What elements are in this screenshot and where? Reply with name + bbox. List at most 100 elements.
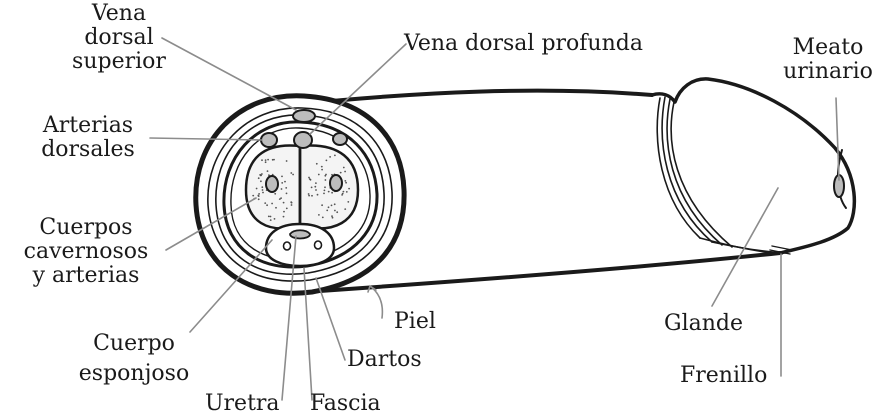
deep-dorsal-vein xyxy=(294,132,312,148)
stipple-dot xyxy=(348,188,350,190)
stipple-dot xyxy=(328,191,330,193)
stipple-dot xyxy=(285,187,287,189)
spongiosum-artery-right xyxy=(315,241,322,249)
stipple-dot xyxy=(326,210,328,212)
stipple-dot xyxy=(281,182,283,184)
stipple-dot xyxy=(334,203,336,205)
foreskin-folds xyxy=(657,97,786,254)
stipple-dot xyxy=(331,205,333,207)
stipple-dot xyxy=(290,172,292,174)
stipple-dot xyxy=(271,203,273,205)
stipple-dot xyxy=(258,193,260,195)
stipple-dot xyxy=(336,211,338,213)
stipple-dot xyxy=(308,177,310,179)
superficial-dorsal-vein xyxy=(293,110,315,122)
stipple-dot xyxy=(292,174,294,176)
stipple-dot xyxy=(318,174,320,176)
stipple-dot xyxy=(314,186,316,188)
stipple-dot xyxy=(343,167,345,169)
stipple-dot xyxy=(258,195,260,197)
stipple-dot xyxy=(256,188,258,190)
stipple-dot xyxy=(279,198,281,200)
stipple-dot xyxy=(340,172,342,174)
spongiosum-artery-left xyxy=(284,242,291,250)
label-frenillo: Frenillo xyxy=(680,364,767,388)
stipple-dot xyxy=(342,193,344,195)
stipple-dot xyxy=(308,195,310,197)
stipple-dot xyxy=(281,188,283,190)
leader-vena-dorsal-superior xyxy=(162,38,296,110)
stipple-dot xyxy=(322,217,324,219)
stipple-dot xyxy=(262,192,264,194)
stipple-dot xyxy=(344,180,346,182)
stipple-dot xyxy=(261,159,263,161)
stipple-dot xyxy=(261,173,263,175)
stipple-dot xyxy=(286,193,288,195)
stipple-dot xyxy=(260,180,262,182)
dorsal-artery-left xyxy=(261,133,277,147)
cavernous-artery-right xyxy=(330,175,342,191)
stipple-dot xyxy=(343,191,345,193)
stipple-dot xyxy=(283,216,285,218)
stipple-dot xyxy=(283,202,285,204)
stipple-dot xyxy=(311,187,313,189)
stipple-dot xyxy=(286,208,288,210)
stipple-dot xyxy=(329,156,331,158)
stipple-dot xyxy=(262,189,264,191)
stipple-dot xyxy=(291,204,293,206)
stipple-dot xyxy=(274,218,276,220)
cavernous-artery-left xyxy=(266,176,278,192)
stipple-dot xyxy=(283,211,285,213)
shaft-top-outline xyxy=(300,91,652,104)
stipple-dot xyxy=(261,186,263,188)
stipple-dot xyxy=(259,174,261,176)
stipple-dot xyxy=(318,214,320,216)
stipple-dot xyxy=(331,192,333,194)
stipple-dot xyxy=(258,177,260,179)
dorsal-artery-right xyxy=(333,133,347,145)
stipple-dot xyxy=(270,216,272,218)
stipple-dot xyxy=(334,155,336,157)
stipple-dot xyxy=(345,182,347,184)
stipple-dot xyxy=(286,160,288,162)
label-vena-dorsal-superior: Vena dorsal superior xyxy=(64,2,174,74)
stipple-dot xyxy=(266,204,268,206)
stipple-dot xyxy=(264,202,266,204)
stipple-dot xyxy=(274,193,276,195)
stipple-dot xyxy=(252,195,254,197)
stipple-dot xyxy=(344,171,346,173)
stipple-dot xyxy=(311,195,313,197)
glans-outline xyxy=(652,79,854,253)
stipple-dot xyxy=(324,190,326,192)
stipple-dot xyxy=(326,160,328,162)
stipple-dot xyxy=(346,191,348,193)
label-uretra: Uretra xyxy=(205,392,280,416)
stipple-dot xyxy=(347,201,349,203)
leader-glande xyxy=(712,188,778,306)
stipple-dot xyxy=(270,219,272,221)
label-cuerpo-esponjoso: Cuerpo esponjoso xyxy=(74,332,194,386)
stipple-dot xyxy=(334,210,336,212)
stipple-dot xyxy=(291,202,293,204)
stipple-dot xyxy=(323,193,325,195)
stipple-dot xyxy=(317,194,319,196)
label-arterias-dorsales: Arterias dorsales xyxy=(28,114,148,162)
stipple-dot xyxy=(315,182,317,184)
label-cuerpos-cavernosos: Cuerpos cavernosos y arterias xyxy=(4,216,168,288)
stipple-dot xyxy=(267,170,269,172)
stipple-dot xyxy=(272,159,274,161)
label-fascia: Fascia xyxy=(310,392,381,416)
stipple-dot xyxy=(328,206,330,208)
stipple-dot xyxy=(332,217,334,219)
stipple-dot xyxy=(268,216,270,218)
stipple-dot xyxy=(325,174,327,176)
leader-piel xyxy=(370,286,382,318)
stipple-dot xyxy=(284,181,286,183)
stipple-dot xyxy=(321,204,323,206)
stipple-dot xyxy=(267,159,269,161)
stipple-dot xyxy=(265,159,267,161)
stipple-dot xyxy=(265,161,267,163)
stipple-dot xyxy=(321,166,323,168)
stipple-dot xyxy=(258,198,260,200)
